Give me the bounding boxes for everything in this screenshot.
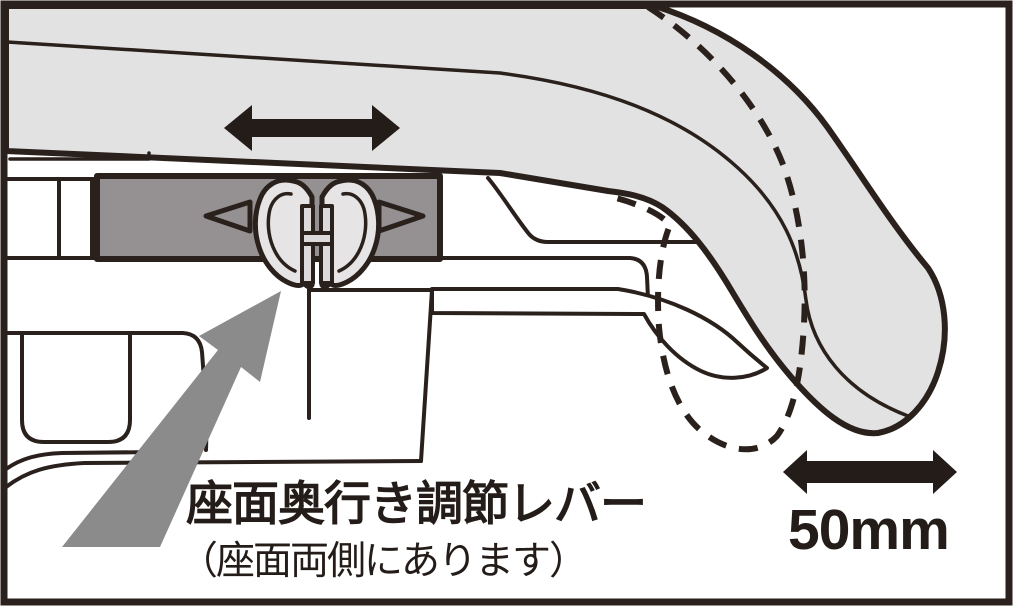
retracted-outline-icon [607,4,808,453]
slide-direction-arrow-icon [224,105,400,151]
rail-line-right [438,256,650,300]
travel-arrow-icon [783,450,957,494]
lever-note: （座面両側にあります） [179,540,588,583]
seat-cushion-shape [3,3,948,437]
lever-label: 座面奥行き調節レバー [186,477,647,530]
seat-underside-brace-line [486,176,699,244]
callout-arrow-icon [62,291,281,547]
seat-seam-line [5,40,910,418]
slide-track [94,173,443,290]
travel-distance-label: 50mm [788,498,950,562]
housing-inner-pocket [20,333,132,444]
base-line-lower [4,459,423,489]
mechanism-box-right-edge [419,288,434,463]
front-support-horn [430,287,769,380]
seat-edge-step-line [8,151,151,161]
track-left-triangle-icon [203,199,253,234]
pinch-lever-icon [252,177,382,290]
seat-cushion [3,3,948,437]
lever-crossbar [300,231,334,246]
